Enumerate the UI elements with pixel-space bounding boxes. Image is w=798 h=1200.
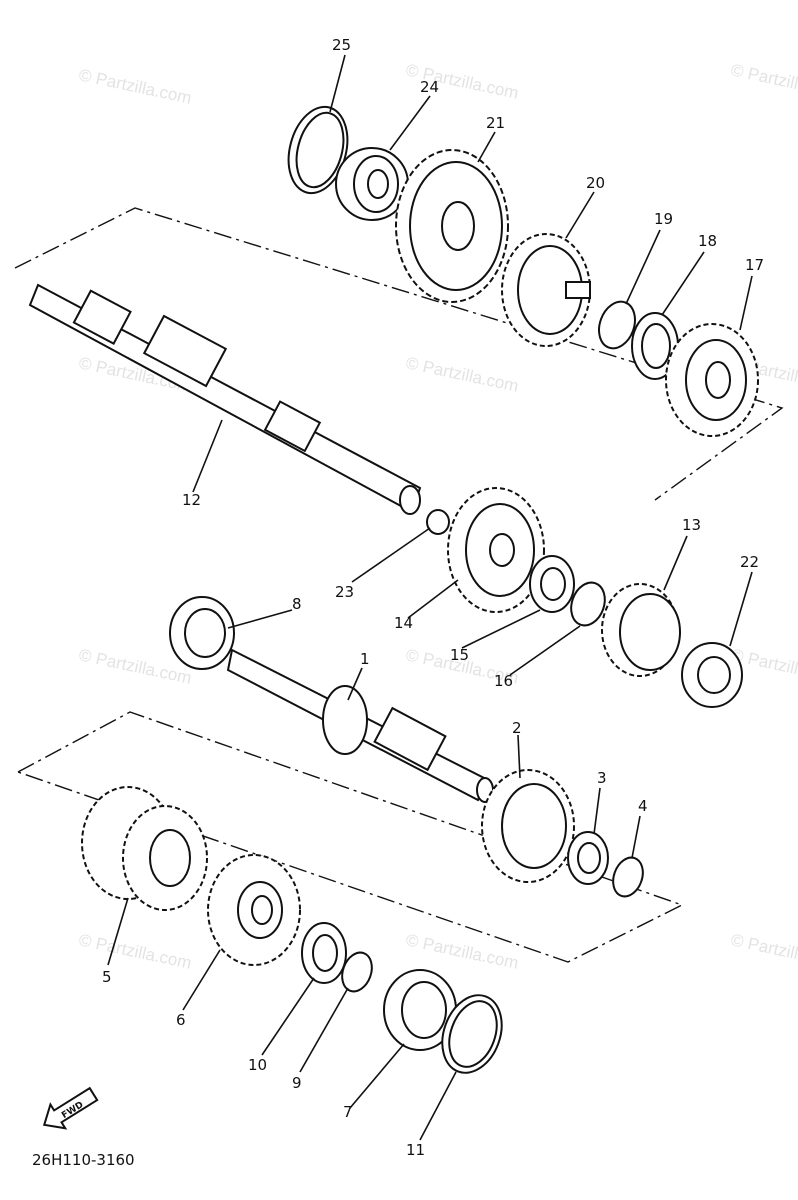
part-19-circlip (598, 300, 636, 350)
callout-1: 1 (360, 650, 370, 668)
callout-13: 13 (682, 516, 701, 534)
callout-5: 5 (102, 968, 112, 986)
callout-18: 18 (698, 232, 717, 250)
callout-11: 11 (406, 1141, 425, 1159)
leader-lines (107, 54, 753, 1141)
callout-8: 8 (292, 595, 302, 613)
part-3-washer (567, 831, 609, 885)
callout-23: 23 (335, 583, 354, 601)
fwd-arrow-icon: FWD (42, 1086, 99, 1130)
part-1-drive-axle (226, 648, 494, 803)
watermark: © Partzilla.com (404, 930, 520, 972)
callout-14: 14 (394, 614, 413, 632)
watermark: © Partzilla.com (729, 930, 798, 972)
watermark: © Partzilla.com (729, 60, 798, 102)
callout-6: 6 (176, 1011, 186, 1029)
part-23-collar (426, 509, 450, 535)
part-10-washer (301, 922, 347, 984)
part-4-circlip (612, 856, 644, 898)
callout-25: 25 (332, 36, 351, 54)
callout-7: 7 (343, 1103, 353, 1121)
lower-shaft-frame (17, 711, 684, 963)
part-7-bearing (383, 969, 457, 1051)
part-15-washer (529, 555, 575, 613)
part-13-gear (601, 583, 681, 677)
part-24-bearing (335, 147, 409, 221)
part-2-gear (481, 769, 575, 883)
callout-2: 2 (512, 719, 522, 737)
watermark: © Partzilla.com (77, 930, 193, 972)
part-25-circlip (287, 105, 349, 195)
callout-16: 16 (494, 672, 513, 690)
callout-10: 10 (248, 1056, 267, 1074)
callout-22: 22 (740, 553, 759, 571)
callout-21: 21 (486, 114, 505, 132)
callout-17: 17 (745, 256, 764, 274)
part-11-circlip (441, 994, 503, 1074)
watermark: © Partzilla.com (77, 65, 193, 107)
callout-19: 19 (654, 210, 673, 228)
part-20-gear (501, 233, 591, 347)
callouts: 25 24 21 20 19 18 17 12 23 14 15 16 13 2… (102, 36, 764, 1159)
callout-9: 9 (292, 1074, 302, 1092)
callout-4: 4 (638, 797, 648, 815)
diagram-code: 26H110-3160 (32, 1151, 135, 1169)
part-14-gear (447, 487, 545, 613)
part-16-circlip (570, 581, 606, 627)
part-8-bearing (169, 596, 235, 670)
part-6-gear (207, 854, 301, 966)
part-9-circlip (341, 951, 373, 993)
callout-12: 12 (182, 491, 201, 509)
callout-20: 20 (586, 174, 605, 192)
upper-shaft-frame (14, 207, 784, 501)
part-5-gear (81, 786, 208, 911)
callout-24: 24 (420, 78, 439, 96)
part-21-gear (395, 149, 509, 303)
part-22-bearing (681, 642, 743, 708)
part-17-gear (665, 323, 759, 437)
part-12-main-axle (28, 283, 422, 515)
callout-3: 3 (597, 769, 607, 787)
callout-15: 15 (450, 646, 469, 664)
watermark: © Partzilla.com (404, 353, 520, 395)
